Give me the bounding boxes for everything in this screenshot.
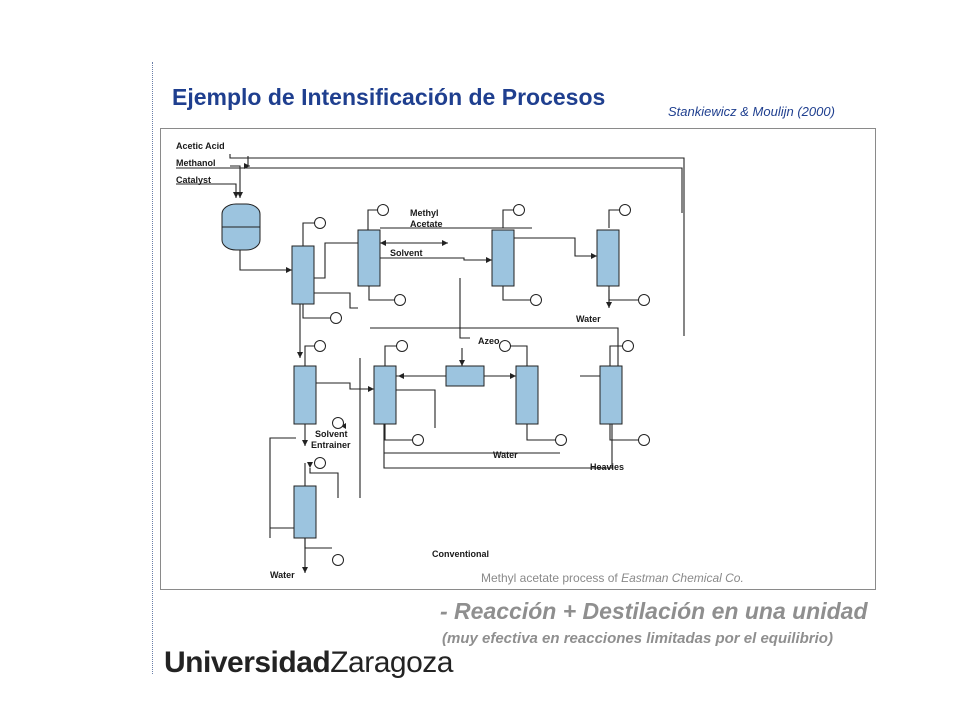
university-logo: UniversidadZaragoza <box>164 646 453 680</box>
label-solvent-entrainer-2: Entrainer <box>311 440 351 450</box>
distillation-column <box>596 229 620 287</box>
label-heavies: Heavies <box>590 462 624 472</box>
label-solvent: Solvent <box>390 248 423 258</box>
distillation-column <box>357 229 381 287</box>
equipment <box>221 203 623 539</box>
process-flow-diagram: Acetic Acid Methanol Catalyst Methyl Ace… <box>160 128 876 590</box>
bullet-main: - Reacción + Destilación en una unidad <box>440 598 868 624</box>
citation: Stankiewicz & Moulijn (2000) <box>668 104 835 119</box>
distillation-column <box>293 485 317 539</box>
label-acetate: Acetate <box>410 219 443 229</box>
process-lines <box>176 154 685 573</box>
label-conventional: Conventional <box>432 549 489 559</box>
decanter <box>445 365 485 387</box>
label-azeo: Azeo <box>478 336 500 346</box>
slide-title: Ejemplo de Intensificación de Procesos <box>172 84 606 110</box>
feed-label-methanol: Methanol <box>176 158 216 168</box>
slide-divider-line <box>152 62 153 674</box>
feed-label-acetic-acid: Acetic Acid <box>176 141 225 151</box>
logo-text-bold: Universidad <box>164 646 331 679</box>
label-water-middle: Water <box>493 450 518 460</box>
distillation-column <box>293 365 317 425</box>
feed-label-catalyst: Catalyst <box>176 175 211 185</box>
caption-company: Eastman Chemical Co. <box>621 571 744 585</box>
distillation-column <box>373 365 397 425</box>
heat-exchangers <box>314 204 650 566</box>
label-methyl: Methyl <box>410 208 439 218</box>
bullet-sub: (muy efectiva en reacciones limitadas po… <box>442 630 833 647</box>
figure-frame <box>160 128 876 590</box>
distillation-column <box>599 365 623 425</box>
figure-caption: Methyl acetate process of Eastman Chemic… <box>481 571 744 585</box>
flow-arrows <box>233 163 621 573</box>
distillation-column <box>491 229 515 287</box>
label-water-top: Water <box>576 314 601 324</box>
distillation-column <box>291 245 315 305</box>
distillation-column <box>515 365 539 425</box>
label-solvent-entrainer-1: Solvent <box>315 429 348 439</box>
label-water-bottom: Water <box>270 570 295 580</box>
caption-prefix: Methyl acetate process of <box>481 571 622 585</box>
logo-text-regular: Zaragoza <box>330 646 453 679</box>
